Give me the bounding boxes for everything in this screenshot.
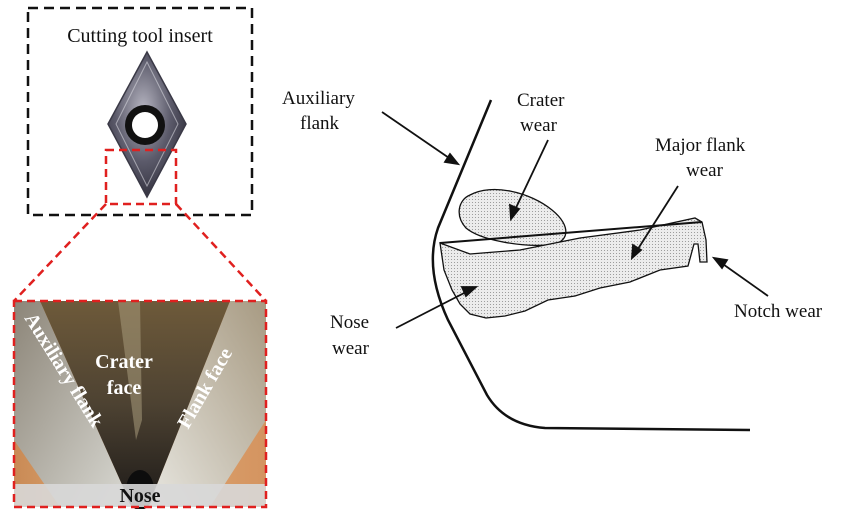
label-nose-wear-1: Nose [330,312,369,333]
label-crater-wear-1: Crater [517,90,565,111]
label-crater-wear-2: wear [520,115,558,136]
zoom-line-right [176,204,266,301]
zoom-line-left [14,204,106,301]
arrow-auxiliary-flank [382,112,452,160]
label-nose-wear-2: wear [332,338,370,359]
photo-label-nose: Nose [119,485,160,507]
arrow-notch-wear [720,262,768,296]
arrow-nose-wear [396,290,470,328]
label-notch-wear: Notch wear [734,301,823,322]
photo-label-crater-face-1: Crater [95,351,153,373]
cutting-insert-image [108,52,186,197]
photo-label-crater-face-2: face [107,377,142,399]
label-auxiliary-flank-2: flank [300,113,340,134]
label-auxiliary-flank-1: Auxiliary [282,88,355,109]
label-major-flank-wear-2: wear [686,160,724,181]
insert-title: Cutting tool insert [67,25,213,47]
label-major-flank-wear-1: Major flank [655,135,746,156]
